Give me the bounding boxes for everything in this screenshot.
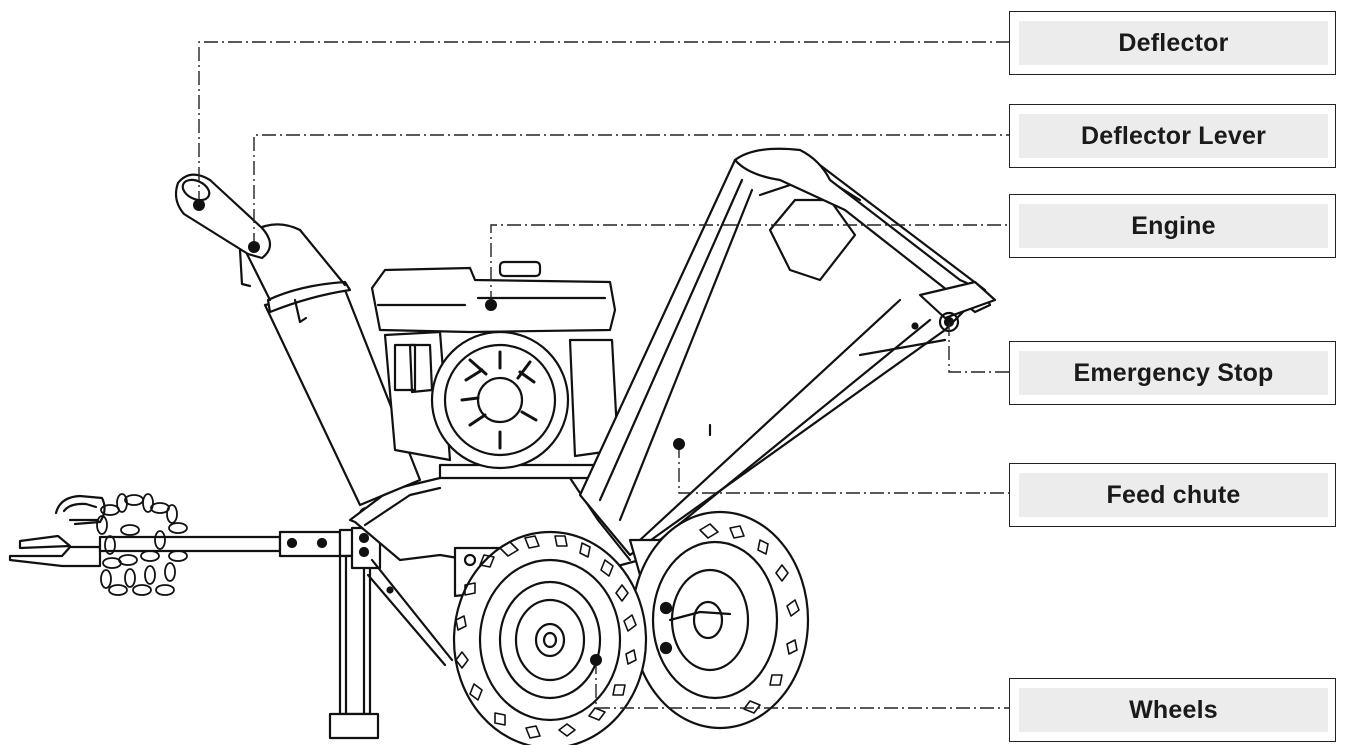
discharge-tube [238,223,422,507]
callout-deflector-lever: Deflector Lever [1009,104,1336,168]
leader-feed-chute [678,444,1009,494]
callout-deflector-lever-text: Deflector Lever [1080,121,1267,150]
callout-wheels-text: Wheels [1129,695,1218,724]
callout-wheels: Wheels [1009,678,1336,742]
callout-feed-chute: Feed chute [1009,463,1336,527]
leader-deflector-lever [253,134,1009,247]
leader-emergency-stop [948,322,1009,373]
callout-dots [193,199,685,666]
dot-feed-chute [673,438,685,450]
jack-stand [328,506,382,740]
leader-lines [198,41,1009,709]
callout-deflector: Deflector [1009,11,1336,75]
tow-hitch [8,494,357,568]
callout-engine-text: Engine [1131,211,1216,240]
leader-deflector [198,41,1009,205]
callout-feed-chute-text: Feed chute [1106,480,1241,509]
feed-chute [578,147,997,557]
callout-deflector-text: Deflector [1118,28,1229,57]
leader-wheels [595,660,1009,709]
engine [370,260,620,470]
dot-deflector-lever [248,241,260,253]
callout-engine: Engine [1009,194,1336,258]
dot-engine [485,299,497,311]
rear-wheel [630,510,810,730]
callout-emergency-stop: Emergency Stop [1009,341,1336,405]
callout-emergency-stop-text: Emergency Stop [1073,358,1274,387]
dot-wheels [590,654,602,666]
front-wheel [452,530,648,745]
dot-deflector [193,199,205,211]
safety-chain [96,493,188,596]
leader-engine [490,224,1009,305]
